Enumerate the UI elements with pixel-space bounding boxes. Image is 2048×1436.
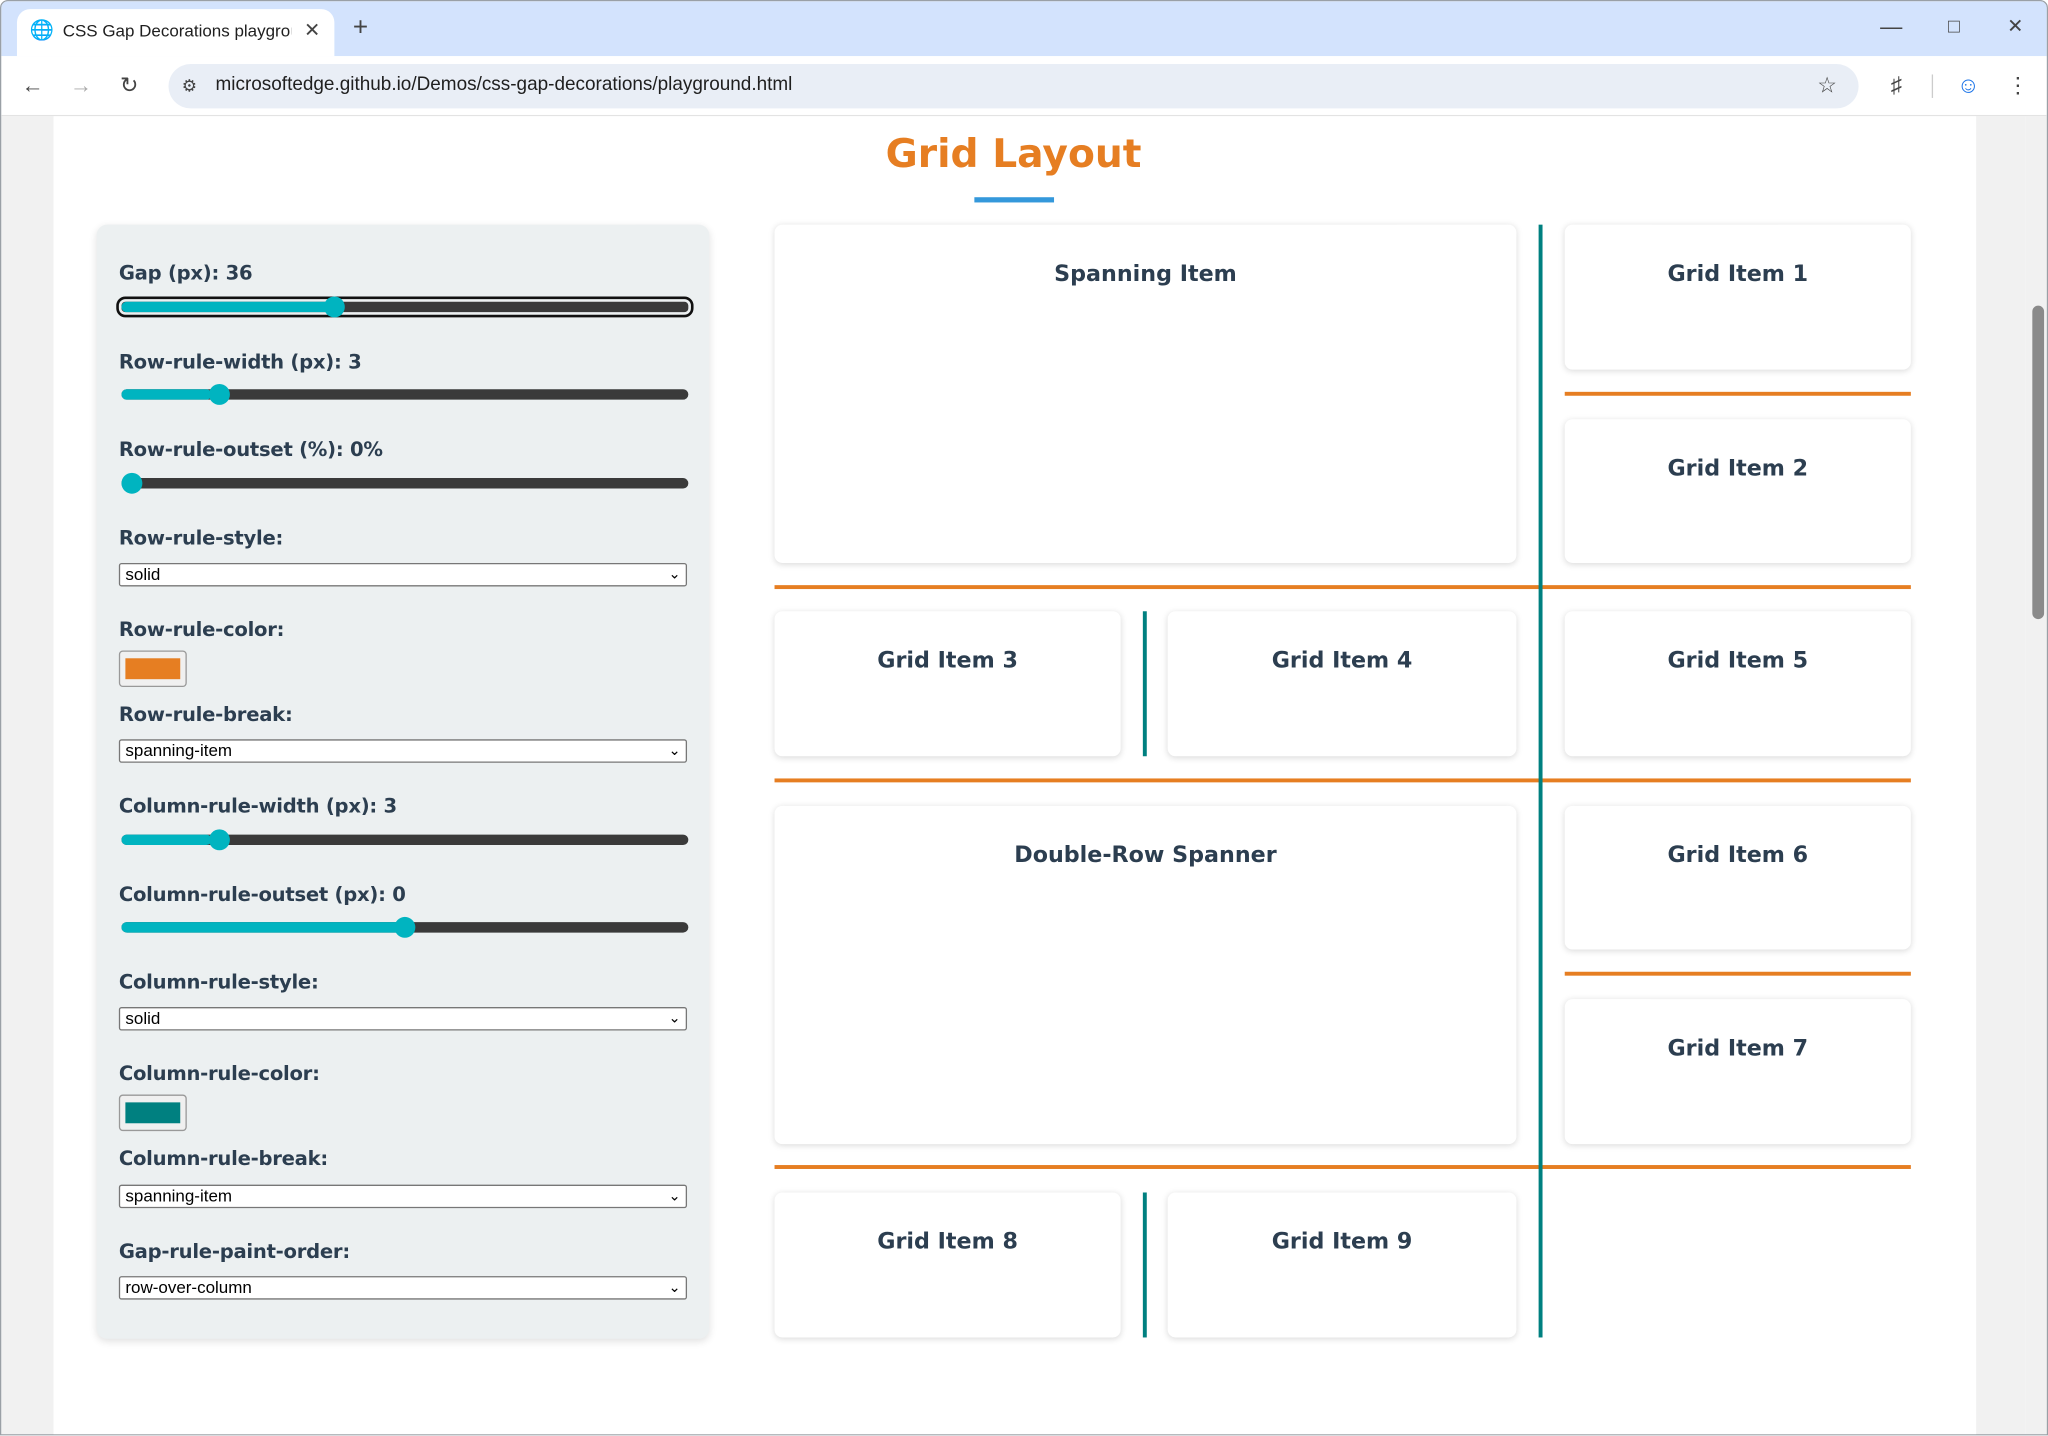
chevron-down-icon: ⌄ bbox=[668, 1279, 681, 1296]
toolbar: ← → ↻ ⚙ microsoftedge.github.io/Demos/cs… bbox=[1, 56, 2047, 117]
address-bar[interactable]: ⚙ microsoftedge.github.io/Demos/css-gap-… bbox=[168, 63, 1859, 109]
select-value: spanning-item bbox=[125, 1185, 233, 1206]
gap-rule-paint-order-select[interactable]: row-over-column ⌄ bbox=[118, 1276, 688, 1300]
row-rule-color-label: Row-rule-color: bbox=[118, 617, 285, 642]
select-value: solid bbox=[125, 564, 161, 584]
forward-icon[interactable]: → bbox=[69, 73, 93, 98]
window-close-icon[interactable]: ✕ bbox=[2007, 15, 2024, 38]
page-title: Grid Layout bbox=[885, 131, 1142, 178]
row-rule-style-select[interactable]: solid ⌄ bbox=[118, 562, 688, 587]
back-icon[interactable]: ← bbox=[21, 73, 44, 98]
scrollbar-thumb[interactable] bbox=[2032, 305, 2045, 620]
gap-slider[interactable] bbox=[116, 296, 694, 318]
row-rule bbox=[774, 1165, 1911, 1169]
grid-item-6: Grid Item 6 bbox=[1564, 805, 1911, 950]
plus-icon[interactable]: + bbox=[352, 13, 369, 42]
row-rule-break-select[interactable]: spanning-item ⌄ bbox=[118, 739, 688, 763]
column-rule-style-select[interactable]: solid ⌄ bbox=[118, 1007, 688, 1031]
column-rule-outset-label: Column-rule-outset (px): 0 bbox=[118, 882, 406, 907]
gap-rule-paint-order-label: Gap-rule-paint-order: bbox=[118, 1239, 350, 1264]
row-rule-break-label: Row-rule-break: bbox=[118, 702, 293, 727]
close-icon[interactable]: ✕ bbox=[303, 19, 321, 42]
star-icon[interactable]: ☆ bbox=[1817, 73, 1838, 98]
controls-panel: Gap (px): 36 Row-rule-width (px): 3 Row-… bbox=[96, 224, 710, 1339]
column-rule-outset-slider[interactable] bbox=[121, 916, 689, 938]
gap-label: Gap (px): 36 bbox=[118, 261, 253, 285]
grid-item-9: Grid Item 9 bbox=[1167, 1192, 1517, 1338]
maximize-icon[interactable]: □ bbox=[1948, 15, 1960, 38]
select-value: solid bbox=[125, 1008, 161, 1028]
tab-strip: 🌐 CSS Gap Decorations playground ✕ + — □… bbox=[1, 1, 2047, 57]
chevron-down-icon: ⌄ bbox=[668, 743, 681, 759]
reload-icon[interactable]: ↻ bbox=[119, 73, 139, 98]
column-rule-break-label: Column-rule-break: bbox=[118, 1146, 328, 1171]
scrollbar[interactable] bbox=[2025, 116, 2047, 1435]
color-swatch bbox=[125, 658, 181, 680]
grid-item-1: Grid Item 1 bbox=[1564, 224, 1911, 370]
url-text[interactable]: microsoftedge.github.io/Demos/css-gap-de… bbox=[215, 74, 793, 96]
row-rule-outset-label: Row-rule-outset (%): 0% bbox=[118, 437, 383, 462]
chevron-down-icon: ⌄ bbox=[668, 1010, 681, 1027]
site-settings-icon[interactable]: ⚙ bbox=[181, 75, 197, 96]
column-rule-break-select[interactable]: spanning-item ⌄ bbox=[118, 1184, 688, 1209]
column-rule bbox=[1538, 224, 1543, 1338]
row-rule-outset-slider[interactable] bbox=[121, 472, 689, 494]
color-swatch bbox=[125, 1102, 181, 1124]
tab-title: CSS Gap Decorations playground bbox=[62, 20, 292, 41]
menu-icon[interactable]: ⋮ bbox=[2006, 73, 2030, 98]
column-rule bbox=[1142, 611, 1147, 757]
chevron-down-icon: ⌄ bbox=[668, 566, 681, 583]
row-rule-style-label: Row-rule-style: bbox=[118, 526, 284, 550]
select-value: row-over-column bbox=[125, 1277, 252, 1297]
minimize-icon[interactable]: — bbox=[1880, 14, 1903, 40]
row-rule bbox=[774, 778, 1911, 783]
row-rule bbox=[774, 585, 1911, 590]
row-rule-width-slider[interactable] bbox=[121, 383, 689, 405]
grid-item-3: Grid Item 3 bbox=[774, 611, 1121, 757]
profile-icon[interactable]: ☺ bbox=[1956, 73, 1980, 98]
globe-icon: 🌐 bbox=[29, 19, 54, 42]
column-rule-style-label: Column-rule-style: bbox=[118, 970, 319, 994]
row-rule bbox=[1564, 971, 1911, 976]
row-rule bbox=[1564, 391, 1911, 396]
column-rule bbox=[1142, 1192, 1147, 1338]
grid-item-8: Grid Item 8 bbox=[774, 1192, 1121, 1338]
row-rule-color-picker[interactable] bbox=[118, 650, 187, 688]
grid-item-4: Grid Item 4 bbox=[1167, 611, 1517, 757]
divider bbox=[1931, 74, 1934, 98]
title-underline bbox=[974, 197, 1055, 203]
grid-item-double-row-spanner: Double-Row Spanner bbox=[774, 805, 1517, 1145]
column-rule-width-label: Column-rule-width (px): 3 bbox=[118, 794, 397, 818]
grid-item-spanning: Spanning Item bbox=[774, 224, 1517, 563]
grid-item-2: Grid Item 2 bbox=[1564, 419, 1911, 563]
chevron-down-icon: ⌄ bbox=[668, 1188, 681, 1205]
column-rule-color-picker[interactable] bbox=[118, 1094, 187, 1132]
row-rule-width-label: Row-rule-width (px): 3 bbox=[118, 350, 362, 374]
grid-item-5: Grid Item 5 bbox=[1564, 611, 1911, 757]
column-rule-width-slider[interactable] bbox=[121, 829, 689, 851]
browser-tab[interactable]: 🌐 CSS Gap Decorations playground ✕ bbox=[16, 9, 335, 57]
column-rule-color-label: Column-rule-color: bbox=[118, 1061, 320, 1086]
extensions-icon[interactable]: ♯ bbox=[1890, 73, 1903, 98]
grid-item-7: Grid Item 7 bbox=[1564, 999, 1911, 1145]
select-value: spanning-item bbox=[125, 740, 233, 761]
